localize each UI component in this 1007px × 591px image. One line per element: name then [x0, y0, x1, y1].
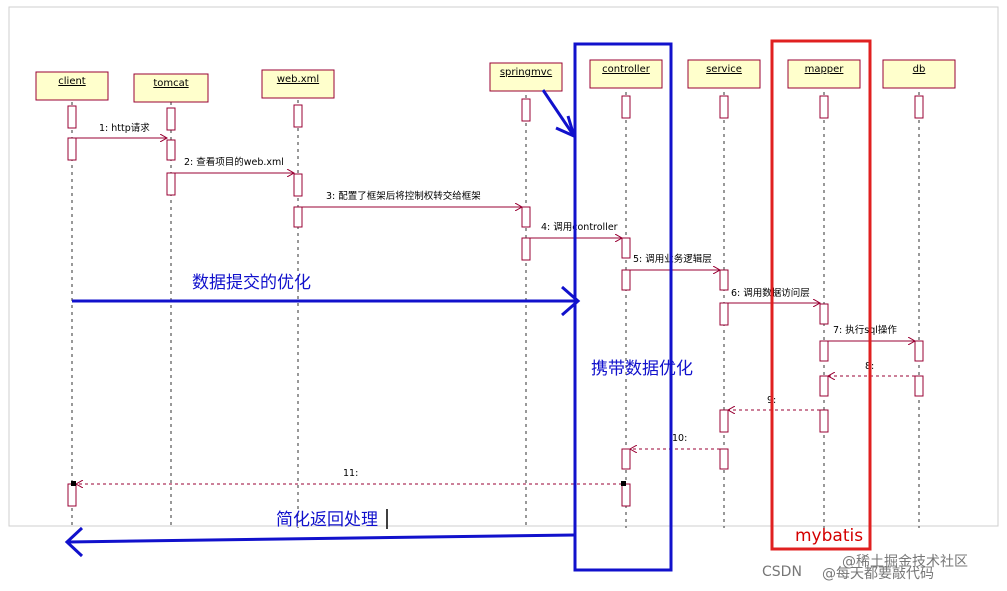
message-4-label: 4: 调用controller: [541, 222, 618, 233]
activation: [621, 448, 631, 470]
activation: [719, 269, 729, 291]
message-1: 1: http请求: [76, 122, 167, 138]
springmvc-to-controller-arrow: [541, 89, 577, 139]
activation: [819, 409, 829, 433]
participant-client-label: client: [58, 76, 86, 87]
activation: [293, 104, 303, 128]
activation: [67, 105, 77, 129]
participant-mapper: mapper: [787, 59, 861, 89]
participant-webxml-label: web.xml: [277, 74, 319, 85]
activation: [719, 448, 729, 470]
activation: [293, 206, 303, 228]
message-2: 2: 查看项目的web.xml: [175, 156, 294, 173]
participant-springmvc-label: springmvc: [500, 67, 552, 78]
watermark-csdn: CSDN: [762, 564, 802, 580]
watermark-author: @每天都要敲代码: [822, 565, 934, 582]
activation: [67, 483, 77, 507]
message-3: 3: 配置了框架后将控制权转交给框架: [302, 190, 522, 207]
activation: [166, 139, 176, 161]
activation: [621, 269, 631, 291]
activation: [293, 173, 303, 197]
participant-service: service: [687, 59, 761, 89]
message-6-label: 6: 调用数据访问层: [731, 287, 810, 299]
activation: [621, 95, 631, 119]
activation: [621, 483, 631, 507]
activation: [914, 340, 924, 362]
activation: [521, 206, 531, 228]
participant-tomcat-label: tomcat: [153, 78, 188, 89]
message-5: 5: 调用业务逻辑层: [630, 253, 720, 270]
message-11-end-marker: [71, 481, 76, 486]
participant-service-label: service: [706, 64, 742, 75]
message-10-label: 10:: [672, 433, 687, 444]
participant-webxml: web.xml: [261, 69, 335, 99]
activation: [166, 107, 176, 131]
carry-data-optimization-label: 携带数据优化: [591, 359, 693, 379]
participant-springmvc: springmvc: [489, 62, 563, 92]
message-11: 11:: [71, 468, 626, 486]
submit-optimization-arrow: [72, 285, 581, 317]
participant-client: client: [35, 71, 109, 101]
activations: [67, 95, 924, 507]
message-1-label: 1: http请求: [99, 122, 150, 134]
mybatis-highlight-box: [770, 39, 872, 551]
return-simplify-arrow: [64, 526, 576, 558]
message-9: 9:: [728, 395, 820, 410]
activation: [819, 340, 829, 362]
activation: [521, 98, 531, 122]
participant-db: db: [882, 59, 956, 89]
diagram-frame: [8, 6, 999, 527]
activation: [521, 237, 531, 261]
message-11-origin-marker: [621, 481, 626, 486]
participant-mapper-label: mapper: [805, 64, 845, 75]
activation: [719, 409, 729, 433]
activation: [914, 95, 924, 119]
message-7-label: 7: 执行sql操作: [833, 324, 897, 336]
controller-highlight-box: [573, 42, 673, 572]
message-11-label: 11:: [343, 468, 358, 479]
message-2-label: 2: 查看项目的web.xml: [184, 156, 284, 168]
activation: [819, 95, 829, 119]
activation: [914, 375, 924, 397]
activation: [67, 137, 77, 161]
message-6: 6: 调用数据访问层: [728, 287, 820, 303]
return-simplify-label: 简化返回处理: [276, 510, 378, 530]
message-10: 10:: [630, 433, 720, 449]
participant-tomcat: tomcat: [133, 73, 209, 103]
activation: [166, 172, 176, 196]
watermark-juejin: @稀土掘金技术社区: [842, 554, 968, 570]
submit-optimization-label: 数据提交的优化: [192, 273, 311, 293]
activation: [819, 303, 829, 325]
participant-db-label: db: [913, 64, 926, 75]
activation: [819, 375, 829, 397]
activation: [719, 95, 729, 119]
participant-controller: controller: [589, 59, 663, 89]
activation: [719, 302, 729, 326]
mybatis-label: mybatis: [795, 526, 863, 546]
participant-controller-label: controller: [602, 64, 651, 75]
message-3-label: 3: 配置了框架后将控制权转交给框架: [326, 190, 481, 202]
activation: [621, 237, 631, 259]
